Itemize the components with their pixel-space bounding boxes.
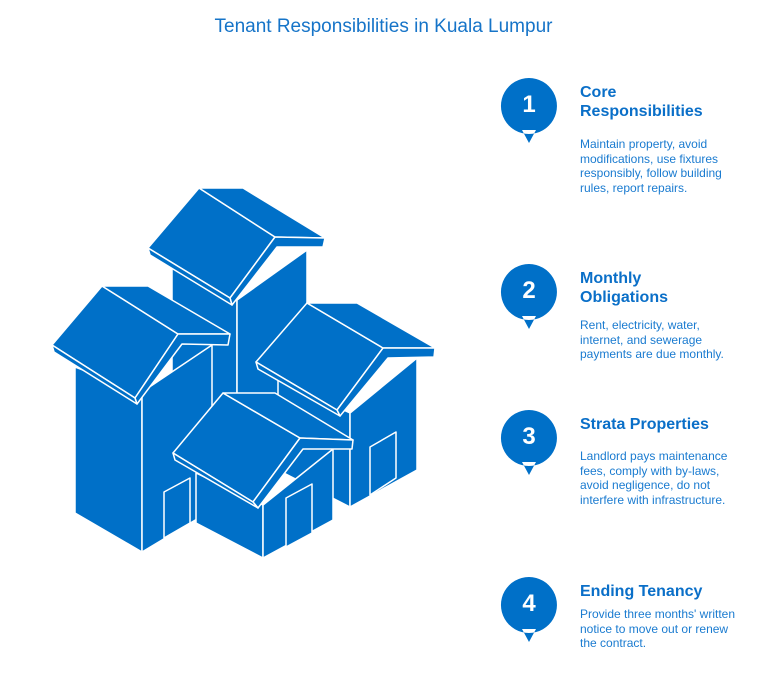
page-title: Tenant Responsibilities in Kuala Lumpur bbox=[214, 16, 553, 37]
house-left bbox=[51, 285, 231, 553]
step-number: 3 bbox=[522, 423, 536, 450]
step-description: Maintain property, avoid modifications, … bbox=[580, 137, 722, 195]
map-pin-marker-icon bbox=[500, 410, 557, 475]
map-pin-marker-icon bbox=[500, 577, 557, 642]
step-number: 4 bbox=[522, 590, 536, 617]
step-heading: Core Responsibilities bbox=[580, 84, 703, 120]
map-pin-marker-icon bbox=[500, 78, 557, 143]
step-heading: Monthly Obligations bbox=[580, 270, 668, 306]
step-description: Rent, electricity, water, internet, and … bbox=[580, 318, 724, 361]
map-pin-marker-icon bbox=[500, 264, 557, 329]
step-number: 2 bbox=[522, 277, 536, 304]
step-heading: Strata Properties bbox=[580, 416, 709, 433]
step-description: Provide three months' written notice to … bbox=[580, 607, 736, 650]
step-number: 1 bbox=[522, 91, 536, 118]
step-heading: Ending Tenancy bbox=[580, 583, 703, 600]
step-description: Landlord pays maintenance fees, comply w… bbox=[580, 449, 728, 507]
house-back bbox=[147, 187, 326, 421]
house-front bbox=[172, 392, 354, 559]
